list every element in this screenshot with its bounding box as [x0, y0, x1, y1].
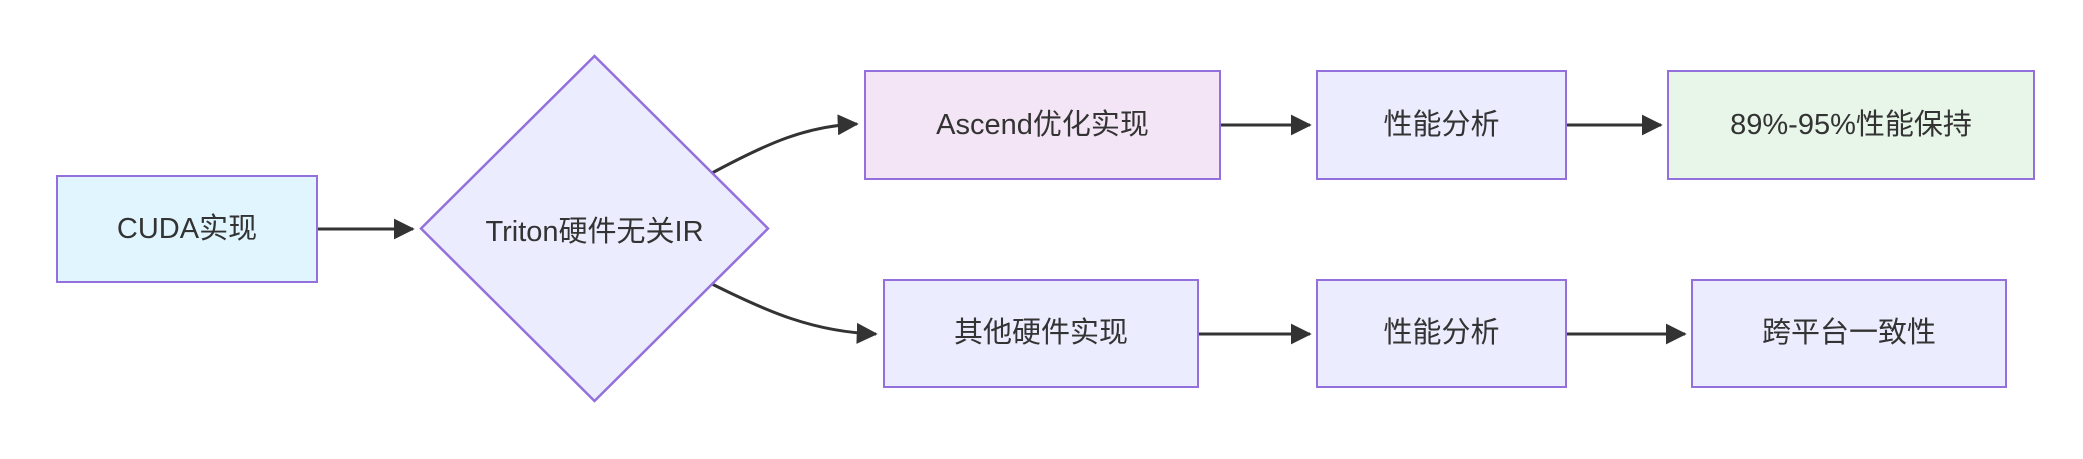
node-perf-analysis-bottom-label: 性能分析 [1383, 317, 1500, 350]
node-triton-ir-label: Triton硬件无关IR [485, 215, 704, 248]
node-other-hardware-label: 其他硬件实现 [953, 317, 1128, 350]
node-perf-analysis-top: 性能分析 [1316, 70, 1567, 180]
node-perf-analysis-bottom: 性能分析 [1316, 279, 1567, 388]
node-triton-ir: Triton硬件无关IR [419, 54, 770, 403]
node-ascend: Ascend优化实现 [864, 70, 1221, 180]
node-cross-platform-consistency-label: 跨平台一致性 [1761, 317, 1936, 350]
node-cuda: CUDA实现 [56, 175, 318, 283]
node-ascend-label: Ascend优化实现 [936, 108, 1149, 141]
node-cross-platform-consistency: 跨平台一致性 [1691, 279, 2007, 388]
node-performance-retention-label: 89%-95%性能保持 [1730, 108, 1972, 141]
node-perf-analysis-top-label: 性能分析 [1383, 108, 1500, 141]
node-performance-retention: 89%-95%性能保持 [1667, 70, 2035, 180]
node-other-hardware: 其他硬件实现 [883, 279, 1199, 388]
diamond-shape [419, 54, 770, 403]
node-cuda-label: CUDA实现 [116, 212, 258, 245]
